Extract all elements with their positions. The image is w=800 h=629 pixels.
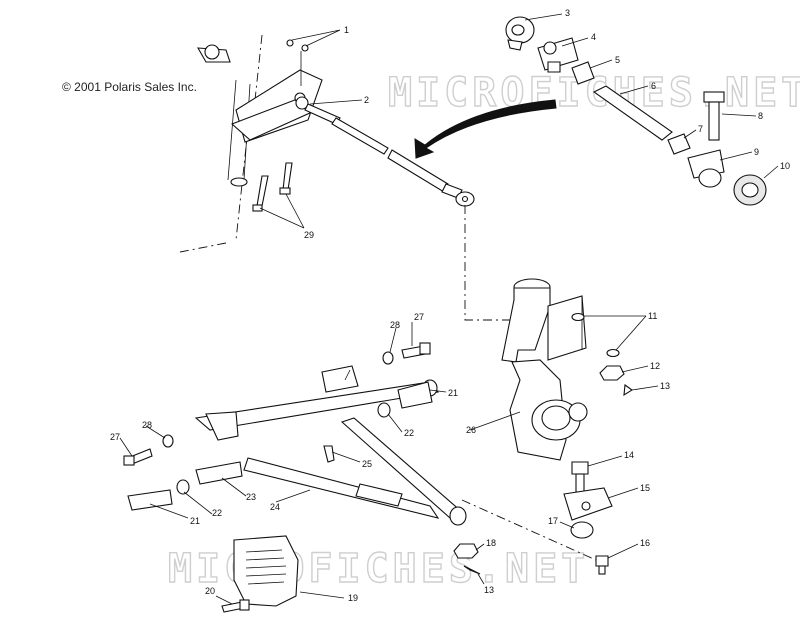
copyright-notice: © 2001 Polaris Sales Inc. [62, 80, 197, 94]
callout-27-left: 27 [110, 432, 120, 442]
callout-20: 20 [205, 586, 215, 596]
callout-9: 9 [754, 147, 759, 157]
callout-29: 29 [304, 230, 314, 240]
spindle-hardware [563, 312, 633, 575]
callout-3: 3 [565, 8, 570, 18]
callout-13-upper: 13 [660, 381, 670, 391]
callout-17: 17 [548, 516, 558, 526]
tie-rod-end-kit [505, 16, 767, 206]
callout-4: 4 [591, 32, 596, 42]
arm-bushings [123, 342, 433, 511]
callout-15: 15 [640, 483, 650, 493]
callout-10: 10 [780, 161, 790, 171]
callout-25: 25 [362, 459, 372, 469]
callout-22-left: 22 [212, 508, 222, 518]
callout-16: 16 [640, 538, 650, 548]
leader-lines [119, 13, 779, 605]
callout-21-right: 21 [448, 388, 458, 398]
callout-24: 24 [270, 502, 280, 512]
callout-22-right: 22 [404, 428, 414, 438]
callout-1: 1 [344, 25, 349, 35]
assembly-arrow [414, 99, 557, 159]
callout-28-right: 28 [390, 320, 400, 330]
arm-to-spindle-guide [461, 499, 597, 561]
callout-8: 8 [758, 111, 763, 121]
callout-2: 2 [364, 95, 369, 105]
callout-11: 11 [648, 311, 657, 321]
a-arm-guard [221, 535, 299, 613]
steering-post-assembly [179, 34, 323, 253]
callout-28-left: 28 [142, 420, 152, 430]
spindle [501, 278, 588, 461]
callout-5: 5 [615, 55, 620, 65]
callout-18: 18 [486, 538, 496, 548]
tie-rod [295, 96, 475, 207]
callout-labels: 1 2 3 4 5 6 7 8 9 10 11 12 13 14 15 16 1… [110, 8, 790, 603]
callout-23: 23 [246, 492, 256, 502]
callout-21-left: 21 [190, 516, 200, 526]
watermark-bottom: MICROFICHES.NET [168, 546, 589, 592]
tie-rod-to-spindle-guide [464, 205, 510, 321]
callout-19: 19 [348, 593, 358, 603]
callout-14: 14 [624, 450, 634, 460]
cotter-pin [463, 565, 481, 575]
callout-12: 12 [650, 361, 660, 371]
castle-nut [453, 543, 479, 559]
callout-27-right: 27 [414, 312, 424, 322]
callout-7: 7 [698, 124, 703, 134]
callout-13-lower: 13 [484, 585, 494, 595]
callout-26: 26 [466, 425, 476, 435]
callout-6: 6 [651, 81, 656, 91]
